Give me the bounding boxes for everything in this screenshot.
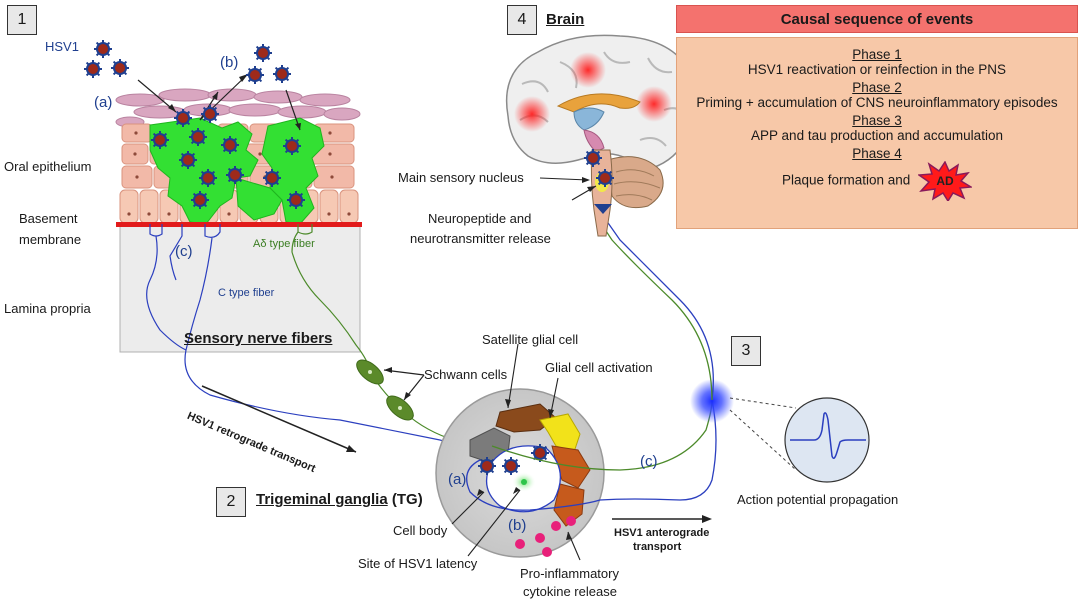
cytokine-label-1: Pro-inflammatory [520, 566, 619, 581]
a-delta-fiber-label: Aδ type fiber [253, 238, 315, 250]
hsv1-latency-label: Site of HSV1 latency [358, 556, 478, 571]
neuropeptide-label-1: Neuropeptide and [428, 211, 532, 226]
trigeminal-ganglion-graphic [435, 343, 717, 561]
epithelium-a-label: (a) [94, 94, 113, 111]
ganglion-c-label: (c) [640, 453, 658, 470]
phase2-text: Priming + accumulation of CNS neuroinfla… [696, 95, 1058, 110]
panel-number-4: 4 [507, 5, 537, 35]
causal-sequence-header: Causal sequence of events [676, 5, 1078, 33]
phase4-title: Phase 4 [852, 146, 902, 161]
satellite-glial-cell-label: Satellite glial cell [482, 332, 579, 347]
trigeminal-ganglia-title: Trigeminal ganglia (TG) [256, 491, 423, 508]
cell-body-label: Cell body [393, 523, 448, 538]
schwann-cells-label: Schwann cells [424, 367, 508, 382]
trigeminal-ganglia-abbr: (TG) [391, 491, 423, 508]
panel-number-3: 3 [731, 336, 761, 366]
causal-sequence-box: Causal sequence of events Phase 1 HSV1 r… [676, 5, 1078, 231]
hsv1-label: HSV1 [45, 39, 79, 54]
ad-burst-icon: AD [918, 161, 973, 201]
a-delta-fiber [291, 224, 493, 447]
ad-label: AD [936, 174, 954, 188]
action-potential-label: Action potential propagation [737, 492, 899, 507]
glial-cell-activation-label: Glial cell activation [545, 360, 653, 375]
phase2-title: Phase 2 [852, 80, 902, 95]
basement-membrane-line [116, 222, 362, 227]
schwann-cells-graphic [356, 359, 425, 421]
lamina-propria-label: Lamina propria [4, 301, 91, 316]
neuropeptide-label-2: neurotransmitter release [410, 231, 551, 246]
phase1-text: HSV1 reactivation or reinfection in the … [747, 62, 1007, 77]
phase3-title: Phase 3 [852, 113, 902, 128]
epithelium-b-label: (b) [220, 54, 239, 71]
phase3-text: APP and tau production and accumulation [751, 128, 1003, 143]
ganglion-b-label: (b) [508, 517, 527, 534]
epithelium-graphic [83, 39, 493, 461]
phase1-title: Phase 1 [852, 47, 902, 62]
ganglion-a-label: (a) [448, 471, 467, 488]
anterograde-arrow [612, 515, 712, 523]
basement-membrane-label-2: membrane [19, 232, 82, 247]
c-fiber-branches [146, 224, 481, 461]
trigeminal-ganglia-name: Trigeminal ganglia [256, 491, 388, 508]
main-sensory-nucleus-label: Main sensory nucleus [398, 170, 524, 185]
oral-epithelium-label: Oral epithelium [4, 159, 92, 174]
anterograde-label-1: HSV1 anterograde [614, 527, 710, 539]
epithelium-c-label: (c) [175, 243, 193, 260]
sensory-nerve-fibers-label: Sensory nerve fibers [184, 330, 333, 347]
cytokine-label-2: cytokine release [523, 584, 617, 599]
panel-number-2: 2 [216, 487, 246, 517]
brain-graphic [505, 34, 714, 401]
phase4-row: Plaque formation and AD [677, 161, 1077, 201]
anterograde-label-2: transport [633, 541, 682, 553]
basement-membrane-label-1: Basement [19, 211, 78, 226]
retrograde-arrow [201, 385, 357, 453]
brain-title: Brain [546, 11, 585, 28]
causal-sequence-body: Phase 1 HSV1 reactivation or reinfection… [676, 37, 1078, 229]
phase4-text: Plaque formation and [781, 172, 911, 188]
c-fiber-label: C type fiber [218, 287, 275, 299]
panel-number-1: 1 [7, 5, 37, 35]
action-potential-graphic [690, 379, 870, 483]
